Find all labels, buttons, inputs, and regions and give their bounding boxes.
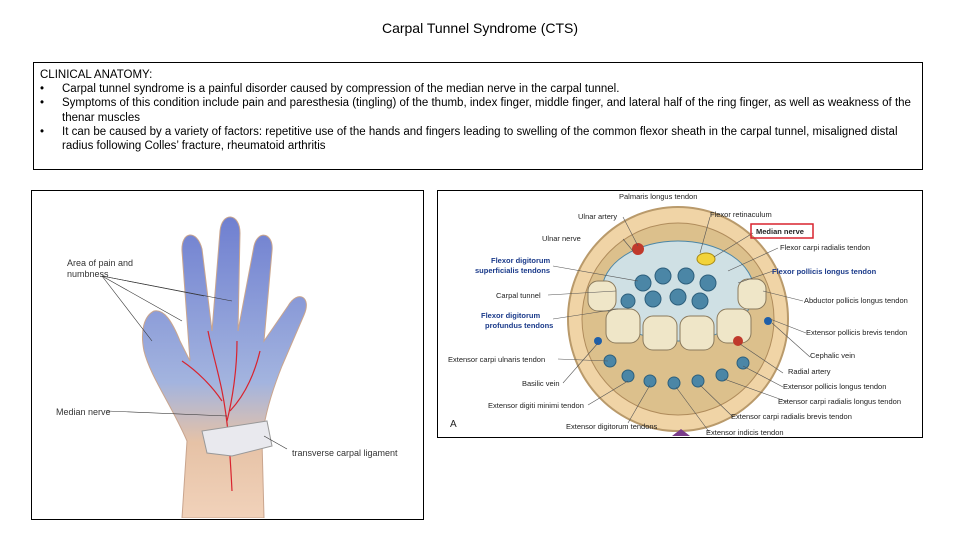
label-flexor-retinaculum: Flexor retinaculum xyxy=(710,210,772,219)
leader-lines xyxy=(101,275,288,450)
bullet-text: Symptoms of this condition include pain … xyxy=(62,97,911,124)
label-fdp-2: profundus tendons xyxy=(485,321,553,330)
label-ecrb: Extensor carpi radialis brevis tendon xyxy=(731,412,852,421)
label-median-nerve-wrist: Median nerve xyxy=(756,227,804,236)
carpal-bones xyxy=(587,278,767,351)
label-fds-1: Flexor digitorum xyxy=(491,256,551,265)
label-carpal-tunnel: Carpal tunnel xyxy=(496,291,541,300)
label-extensor-indicis: Extensor indicis tendon xyxy=(706,428,784,436)
median-nerve-shape xyxy=(696,252,716,266)
bullet-item: • It can be caused by a variety of factor… xyxy=(40,125,916,153)
label-fdp-1: Flexor digitorum xyxy=(481,311,541,320)
radial-artery-shape xyxy=(733,336,743,346)
bullet-text: It can be caused by a variety of factors… xyxy=(62,125,898,153)
label-radial-artery: Radial artery xyxy=(788,367,831,376)
bullet-symbol: • xyxy=(40,83,45,96)
median-nerve-branches xyxy=(181,330,261,492)
label-fcr: Flexor carpi radialis tendon xyxy=(780,243,870,252)
bullet-symbol: • xyxy=(40,97,45,110)
bullet-list: • Carpal tunnel syndrome is a painful dis… xyxy=(40,82,916,153)
label-basilic-vein: Basilic vein xyxy=(522,379,560,388)
panel-letter: A xyxy=(450,419,457,430)
wrist-leader-lines xyxy=(547,216,811,434)
cephalic-vein-shape xyxy=(764,317,772,325)
label-cephalic-vein: Cephalic vein xyxy=(810,351,855,360)
label-area-of-pain: Area of pain and xyxy=(67,258,133,268)
label-transverse-ligament: transverse carpal ligament xyxy=(292,448,398,458)
hand-shape xyxy=(141,216,307,519)
slide-title: Carpal Tunnel Syndrome (CTS) xyxy=(381,20,579,36)
label-ulnar-artery: Ulnar artery xyxy=(578,212,617,221)
label-ulnar-nerve: Ulnar nerve xyxy=(542,234,581,243)
anatomy-text-box: CLINICAL ANATOMY: • Carpal tunnel syndrom… xyxy=(33,62,923,170)
bullet-symbol: • xyxy=(40,125,45,138)
hand-illustration: Area of pain and numbness Median nerve t… xyxy=(31,190,424,520)
label-median-nerve: Median nerve xyxy=(56,407,111,417)
hand-drawing: Area of pain and numbness Median nerve t… xyxy=(56,216,398,519)
label-numbness: numbness xyxy=(67,269,109,279)
bullet-text: Carpal tunnel syndrome is a painful diso… xyxy=(62,83,620,96)
label-epl: Extensor pollicis longus tendon xyxy=(783,382,886,391)
label-edm: Extensor digiti minimi tendon xyxy=(488,401,584,410)
label-fds-2: superficialis tendons xyxy=(475,266,550,275)
bullet-item: • Symptoms of this condition include pain… xyxy=(40,96,916,124)
label-epb: Extensor pollicis brevis tendon xyxy=(806,328,907,337)
label-fpl: Flexor pollicis longus tendon xyxy=(772,267,877,276)
basilic-vein-shape xyxy=(594,337,602,345)
transverse-ligament xyxy=(201,420,273,457)
wrist-cross-section: Palmaris longus tendon Ulnar artery Ulna… xyxy=(437,190,923,438)
ulnar-artery-shape xyxy=(632,243,644,255)
bullet-item: • Carpal tunnel syndrome is a painful dis… xyxy=(40,82,916,96)
label-ed: Extensor digitorum tendons xyxy=(566,422,658,431)
flexor-tendons xyxy=(620,267,717,310)
purple-triangle-marker xyxy=(672,429,690,436)
wrist-drawing: Palmaris longus tendon Ulnar artery Ulna… xyxy=(448,192,908,437)
label-ecrl: Extensor carpi radialis longus tendon xyxy=(778,397,901,406)
label-ecu: Extensor carpi ulnaris tendon xyxy=(448,355,545,364)
section-heading: CLINICAL ANATOMY: xyxy=(40,69,153,81)
median-nerve-highlight-box xyxy=(750,223,814,239)
label-palmaris-longus: Palmaris longus tendon xyxy=(619,192,697,201)
label-apl: Abductor pollicis longus tendon xyxy=(804,296,908,305)
